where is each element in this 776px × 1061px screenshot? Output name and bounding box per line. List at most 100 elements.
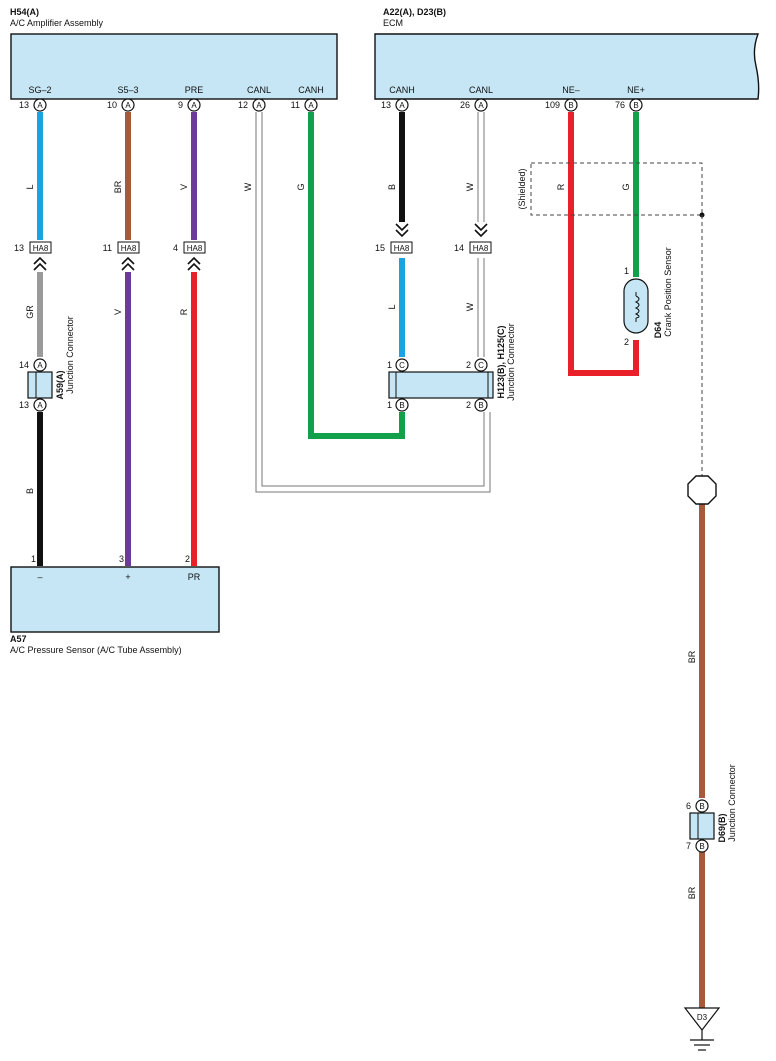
wire-label-sg2-bottom: B [25, 488, 35, 494]
wire-label-sg2-upper: L [25, 184, 35, 189]
ha8-connector-pre: HA8 [183, 241, 206, 271]
svg-text:A: A [37, 101, 43, 110]
d69-pin-bottom: 7 [686, 841, 691, 851]
amp-pin-label-canl: CANL [247, 85, 271, 95]
ha8-connector-ecm-canl: HA8 [469, 223, 492, 254]
amp-pin-num-canl: 12 [238, 100, 248, 110]
wire-label-s53-lower: V [113, 309, 123, 315]
d69-name: Junction Connector [727, 764, 737, 842]
amp-pin-canh: A [304, 98, 318, 112]
wire-label-ne-plus: G [621, 183, 631, 190]
svg-text:B: B [633, 101, 638, 110]
a59-pin-top: 14 [19, 360, 29, 370]
sensor-pin-label-plus: + [125, 572, 130, 582]
wire-label-pre-lower: R [179, 308, 189, 315]
ha8-pin-num-ecm-canl: 14 [454, 243, 464, 253]
svg-text:B: B [568, 101, 573, 110]
svg-text:C: C [399, 361, 405, 370]
wire-label-pre-upper: V [179, 184, 189, 190]
d64-ref: D64 [653, 322, 663, 339]
svg-text:HA8: HA8 [33, 244, 49, 253]
wire-amp-canh [308, 112, 405, 439]
h123-name: Junction Connector [506, 323, 516, 401]
h123-pin-top-2: 2 [466, 360, 471, 370]
svg-text:A: A [37, 361, 43, 370]
amp-box [10, 33, 338, 100]
ground-symbol [683, 1007, 721, 1051]
a59-ref: A59(A) [55, 370, 65, 399]
svg-text:HA8: HA8 [394, 244, 410, 253]
d69-ref: D69(B) [717, 813, 727, 842]
ecm-pin-num-ne-minus: 109 [545, 100, 560, 110]
d64-pin-bottom: 2 [624, 337, 629, 347]
sensor-name: A/C Pressure Sensor (A/C Tube Assembly) [10, 645, 182, 655]
wire-label-ecm-canl-upper: W [465, 182, 475, 191]
sensor-ref: A57 [10, 634, 27, 644]
amp-pin-num-sg2: 13 [19, 100, 29, 110]
svg-text:HA8: HA8 [121, 244, 137, 253]
amp-pin-num-canh: 11 [291, 100, 300, 110]
svg-text:A: A [399, 101, 405, 110]
amp-pin-sg2: A [33, 98, 47, 112]
sensor-pin-label-minus: – [37, 572, 42, 582]
sensor-pin-num-plus: 3 [119, 554, 124, 564]
wire-ne-minus [568, 112, 639, 376]
ecm-pin-label-ne-minus: NE– [562, 85, 580, 95]
ecm-name: ECM [383, 18, 403, 28]
ecm-pin-label-canh: CANH [389, 85, 415, 95]
wire-label-sg2-lower: GR [25, 305, 35, 319]
ha8-connector-sg2: HA8 [29, 241, 52, 271]
wire-label-ecm-canl-lower: W [465, 302, 475, 311]
h123-pin-bottom-2: 2 [466, 400, 471, 410]
wire-label-ne-minus: R [556, 183, 566, 190]
svg-text:A: A [37, 401, 43, 410]
svg-text:B: B [478, 401, 483, 410]
wire-amp-canl-outer [255, 112, 491, 493]
svg-text:A: A [478, 101, 484, 110]
ecm-pin-num-canh: 13 [381, 100, 391, 110]
svg-text:HA8: HA8 [473, 244, 489, 253]
sensor-pin-label-pr: PR [188, 572, 201, 582]
crank-position-sensor [623, 278, 649, 334]
amp-ref: H54(A) [10, 7, 39, 17]
a59-name: Junction Connector [65, 316, 75, 394]
wire-label-ground-upper: BR [687, 650, 697, 663]
ecm-pin-num-canl: 26 [460, 100, 470, 110]
ecm-pin-canl: A [474, 98, 488, 112]
amp-pin-label-pre: PRE [185, 85, 204, 95]
sensor-pin-num-pr: 2 [185, 554, 190, 564]
ha8-connector-s53: HA8 [117, 241, 140, 271]
d64-pin-top: 1 [624, 266, 629, 276]
a59-pin-bottom: 13 [19, 400, 29, 410]
svg-text:A: A [256, 101, 262, 110]
shield-label: (Shielded) [517, 168, 527, 209]
svg-text:B: B [699, 802, 704, 811]
amp-pin-num-s53: 10 [107, 100, 117, 110]
svg-text:B: B [699, 842, 704, 851]
ecm-pin-num-ne-plus: 76 [615, 100, 625, 110]
wire-label-ground-lower: BR [687, 886, 697, 899]
amp-name: A/C Amplifier Assembly [10, 18, 104, 28]
ecm-pin-ne-plus: B [629, 98, 643, 112]
ecm-ref: A22(A), D23(B) [383, 7, 446, 17]
d64-name: Crank Position Sensor [663, 247, 673, 337]
amp-pin-num-pre: 9 [178, 100, 183, 110]
shield-ground-octagon [687, 475, 717, 505]
svg-text:A: A [125, 101, 131, 110]
ha8-pin-num-pre: 4 [173, 243, 178, 253]
h123-pin-bottom-1: 1 [387, 400, 392, 410]
sensor-pin-num-minus: 1 [31, 554, 36, 564]
h123-ref: H123(B), H125(C) [496, 325, 506, 398]
svg-text:A: A [308, 101, 314, 110]
amp-pin-label-canh: CANH [298, 85, 324, 95]
ground-label: D3 [697, 1013, 708, 1022]
amp-pin-label-s53: S5–3 [117, 85, 138, 95]
svg-text:B: B [399, 401, 404, 410]
ecm-pin-canh: A [395, 98, 409, 112]
wire-label-ecm-canh-lower: L [387, 304, 397, 309]
d69-pin-top: 6 [686, 801, 691, 811]
ecm-pin-label-canl: CANL [469, 85, 493, 95]
amp-pin-pre: A [187, 98, 201, 112]
ecm-box [374, 33, 760, 100]
